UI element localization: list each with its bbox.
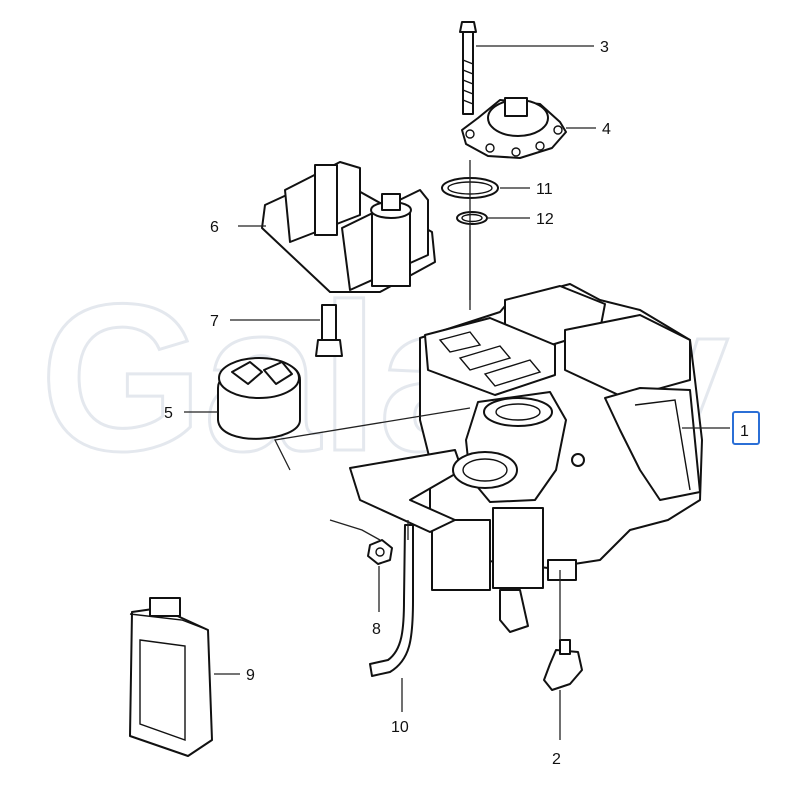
sensor-part-2[interactable] — [543, 639, 583, 691]
callout-11[interactable]: 11 — [536, 181, 553, 198]
callout-9[interactable]: 9 — [246, 667, 255, 684]
bolt-part-3[interactable] — [459, 21, 477, 115]
callout-8[interactable]: 8 — [372, 621, 381, 638]
leader-lines — [184, 45, 730, 740]
nut-part-8[interactable] — [367, 539, 393, 565]
filler-neck — [349, 391, 585, 533]
callout-6[interactable]: 6 — [210, 219, 219, 236]
pump-cover-part-4[interactable] — [461, 97, 567, 159]
callout-1-highlight — [732, 411, 760, 445]
callout-1[interactable]: 1 — [740, 423, 749, 440]
callout-3[interactable]: 3 — [600, 39, 609, 56]
reservoir-grid — [424, 317, 556, 396]
callout-labels: 1 2 3 4 5 6 7 8 9 10 11 12 — [164, 39, 760, 768]
callout-5[interactable]: 5 — [164, 405, 173, 422]
callout-2[interactable]: 2 — [552, 751, 561, 768]
filter-insert-part-6[interactable] — [261, 161, 436, 293]
cap-part-5[interactable] — [217, 357, 301, 440]
callout-12[interactable]: 12 — [536, 211, 554, 228]
bolt-part-7[interactable] — [315, 304, 343, 357]
hose-part-10[interactable] — [369, 524, 414, 677]
callout-4[interactable]: 4 — [602, 121, 611, 138]
fluid-bottle-part-9[interactable] — [129, 597, 213, 757]
callout-10[interactable]: 10 — [391, 719, 409, 736]
callout-7[interactable]: 7 — [210, 313, 219, 330]
